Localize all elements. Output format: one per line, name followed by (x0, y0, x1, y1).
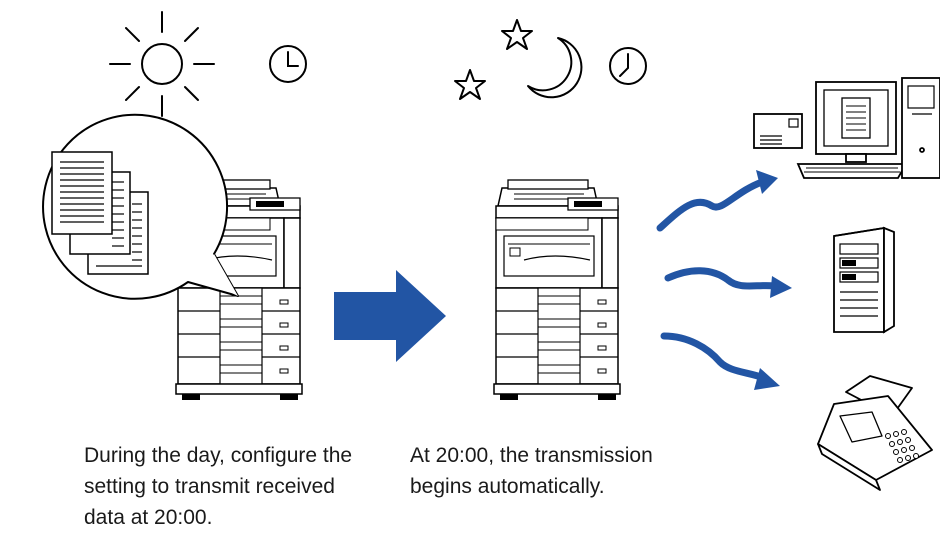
documents-icon (51, 151, 149, 275)
multifunction-printer (493, 179, 621, 401)
transmission-arrow (660, 332, 780, 390)
crescent-moon-icon (527, 37, 583, 99)
day-caption: During the day, configure the setting to… (84, 444, 353, 529)
fax-icon (817, 375, 933, 491)
clock-icon (269, 45, 307, 83)
server-icon (833, 226, 895, 334)
transmission-arrow (664, 267, 792, 298)
computer-icon (753, 77, 940, 179)
sun-icon (109, 11, 215, 117)
document-speech-bubble (42, 113, 239, 300)
star-icon (454, 69, 486, 100)
clock-icon (609, 47, 647, 85)
night-caption: At 20:00, the transmission begins automa… (410, 444, 653, 498)
transmission-arrow (656, 170, 778, 232)
star-icon (501, 19, 533, 50)
right-arrow-icon (334, 270, 446, 362)
